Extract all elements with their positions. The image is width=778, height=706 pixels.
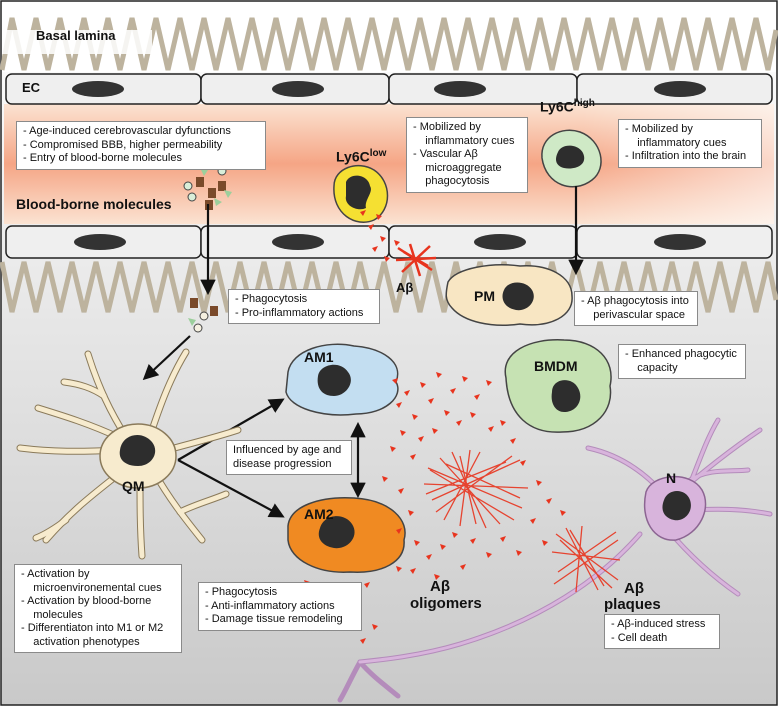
plaques-label-2: plaques xyxy=(604,596,661,613)
am2-label: AM2 xyxy=(304,506,334,522)
bmdm-box: - Enhanced phagocytic capacity xyxy=(618,344,746,379)
pm-cell xyxy=(445,264,573,326)
ly6c-high-label: Ly6Chigh xyxy=(540,98,595,115)
pm-box: - Aβ phagocytosis into perivascular spac… xyxy=(574,291,698,326)
neuron-cell xyxy=(337,417,773,703)
bmdm-label: BMDM xyxy=(534,358,578,374)
abeta-vascular-aggregate xyxy=(395,243,437,277)
abeta-label: Aβ xyxy=(396,280,414,295)
plaques-label-1: Aβ xyxy=(624,580,644,597)
am2-cell xyxy=(287,497,406,573)
qm-label: QM xyxy=(122,478,145,494)
qm-activation-box: - Activation by microenvironemental cues… xyxy=(14,564,182,653)
blood-borne-label: Blood-borne molecules xyxy=(16,196,172,212)
ly6c-low-label: Ly6Clow xyxy=(336,148,387,165)
endothelium-top xyxy=(5,73,773,105)
endothelium-bottom xyxy=(5,225,773,259)
qm-cell xyxy=(16,348,242,560)
abeta-plaque-large xyxy=(423,449,529,529)
bmdm-cell xyxy=(504,339,612,433)
am2-function-box: - Phagocytosis- Anti-inflammatory action… xyxy=(198,582,362,631)
neuron-label: N xyxy=(666,470,677,486)
pm-label: PM xyxy=(474,288,495,304)
ly6c-high-box: - Mobilized by inflammatory cues- Infilt… xyxy=(618,119,762,168)
ly6c-high-cell xyxy=(541,129,602,188)
vascular-dysfunction-box: - Age-induced cerebrovascular dyfunction… xyxy=(16,121,266,170)
abeta-plaque-small xyxy=(551,525,621,593)
am1-label: AM1 xyxy=(304,349,334,365)
basal-lamina-top xyxy=(0,17,778,71)
ly6c-low-box: - Mobilized by inflammatory cues- Vascul… xyxy=(406,117,528,193)
am1-cell xyxy=(285,343,399,416)
oligomers-label-2: oligomers xyxy=(410,595,482,612)
oligomers-label-1: Aβ xyxy=(430,578,450,595)
phagocytosis-proinflammatory-box: - Phagocytosis- Pro-inflammatory actions xyxy=(228,289,380,324)
basal-lamina-bottom xyxy=(0,261,778,313)
ec-label: EC xyxy=(22,80,41,95)
basal-lamina-label: Basal lamina xyxy=(36,28,116,43)
neuron-stress-box: - Aβ-induced stress- Cell death xyxy=(604,614,720,649)
ly6c-low-cell xyxy=(333,165,389,223)
